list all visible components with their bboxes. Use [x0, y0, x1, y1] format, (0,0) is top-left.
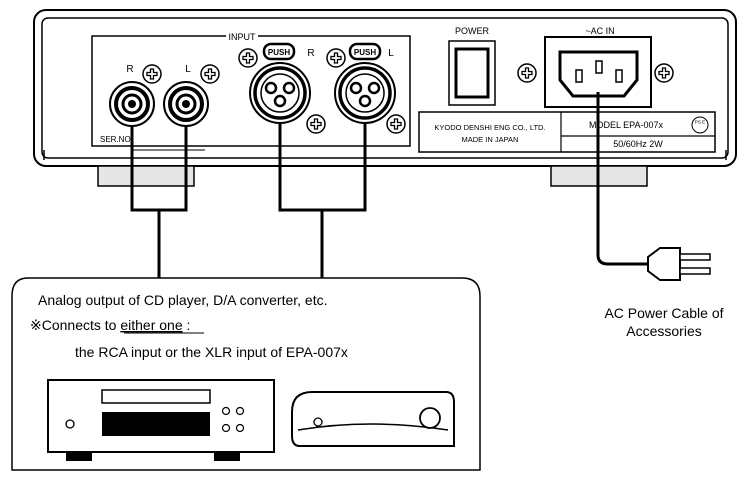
signal-cables [130, 123, 367, 278]
left-foot [97, 165, 195, 187]
xlr-left-push-label: PUSH [354, 48, 376, 57]
ac-in-label: ~AC IN [585, 26, 614, 36]
pse-mark-icon: PS E [691, 116, 709, 134]
model-label: MODEL EPA-007x [589, 120, 664, 130]
power-cable-caption: AC Power Cable of Accessories [604, 305, 723, 339]
power-plug-icon [647, 247, 711, 281]
power-switch-area: POWER [448, 26, 496, 106]
xlr-right-push-tab[interactable]: PUSH [262, 42, 296, 61]
svg-text:PS E: PS E [695, 120, 705, 125]
power-switch[interactable] [448, 40, 496, 106]
ac-inlet-right-screw-icon [654, 63, 674, 83]
maker-line-2: MADE IN JAPAN [462, 135, 519, 144]
rating-label: 50/60Hz 2W [613, 139, 663, 149]
serial-number-label: SER.NO [100, 135, 131, 144]
source-box-line-1: Analog output of CD player, D/A converte… [38, 292, 328, 308]
power-cable [596, 92, 711, 281]
source-box-line-2: ※Connects to either one : [30, 317, 190, 333]
rca-left-label: L [185, 64, 191, 75]
rca-right-jack[interactable] [109, 81, 155, 127]
xlr-jacks: PUSH R PUSH L [238, 42, 406, 134]
rca-left-jack[interactable] [163, 81, 209, 127]
cd-player-icon [47, 379, 275, 461]
xlr-right-bottom-screw-icon [306, 114, 326, 134]
source-device-box: Analog output of CD player, D/A converte… [11, 277, 481, 471]
ac-inlet-left-screw-icon [517, 63, 537, 83]
da-converter-icon [291, 391, 455, 447]
label-plate: KYODO DENSHI ENG CO., LTD. MADE IN JAPAN… [418, 111, 716, 153]
maker-line-1: KYODO DENSHI ENG CO., LTD. [434, 123, 545, 132]
rca-right-screw-icon [142, 64, 162, 84]
power-cable-caption-line-2: Accessories [626, 323, 701, 339]
rca-jacks: R L SER.NO [100, 64, 220, 151]
input-group-frame: INPUT [91, 32, 411, 147]
rca-right-label: R [126, 64, 133, 75]
ac-inlet-socket[interactable] [558, 50, 639, 98]
xlr-left-push-tab[interactable]: PUSH [348, 42, 382, 61]
xlr-right-top-screw-icon [238, 48, 258, 68]
source-box-line-3: the RCA input or the XLR input of EPA-00… [75, 344, 348, 360]
xlr-right-label: R [307, 48, 314, 59]
xlr-right-jack[interactable] [249, 62, 311, 124]
rca-left-screw-icon [200, 64, 220, 84]
xlr-left-bottom-screw-icon [386, 114, 406, 134]
power-cable-caption-line-1: AC Power Cable of [604, 305, 723, 321]
xlr-left-top-screw-icon [326, 48, 346, 68]
xlr-left-jack[interactable] [334, 62, 396, 124]
xlr-right-push-label: PUSH [268, 48, 290, 57]
input-label: INPUT [229, 32, 257, 42]
xlr-left-label: L [388, 48, 394, 59]
power-label: POWER [455, 26, 490, 36]
either-one-emphasis: either one [120, 317, 182, 333]
